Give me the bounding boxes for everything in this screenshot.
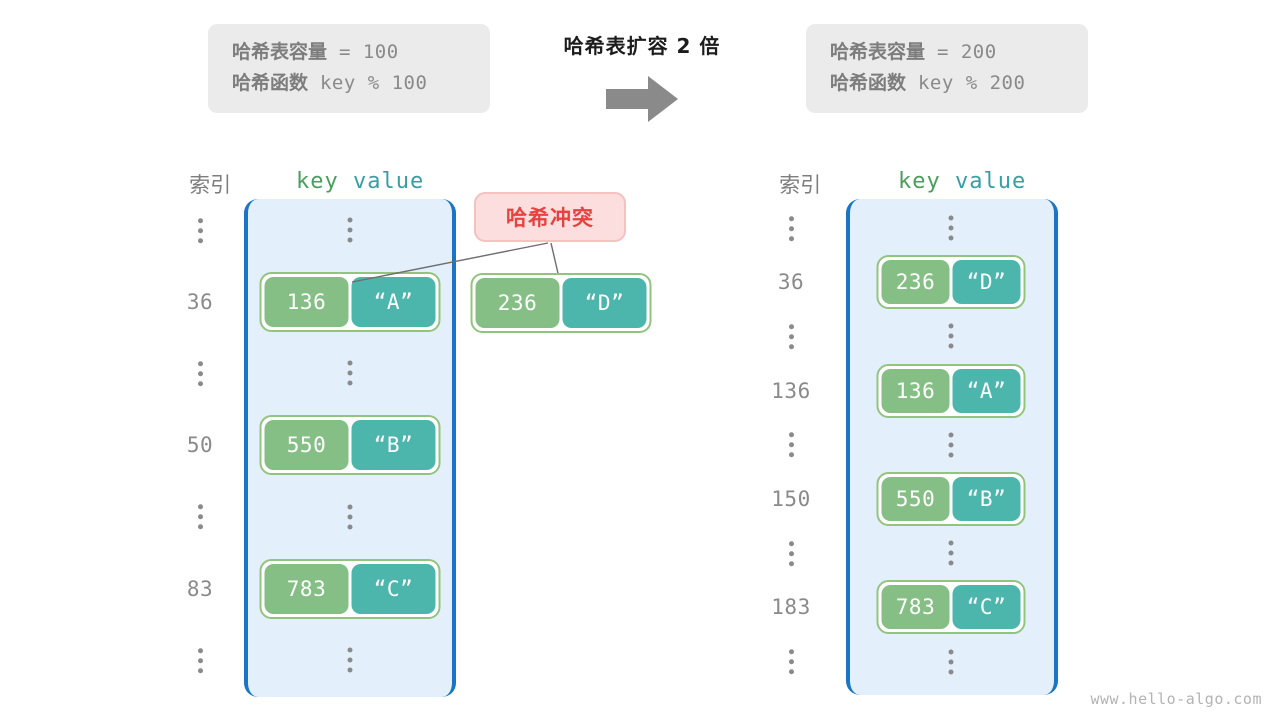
colliding-pair[interactable]: 236 “D” xyxy=(470,273,652,333)
function-value: key % 100 xyxy=(308,72,428,94)
function-line-before: 哈希函数 key % 100 xyxy=(232,71,466,95)
right-kv-header: key value xyxy=(846,150,1058,213)
row-ellipsis xyxy=(948,215,954,241)
pair-key: 236 xyxy=(475,278,560,328)
pair-key: 783 xyxy=(264,563,349,614)
pair-key: 136 xyxy=(881,368,950,413)
pair-key: 550 xyxy=(264,420,349,471)
capacity-value: = 100 xyxy=(327,41,399,63)
pair-key: 136 xyxy=(264,276,349,327)
row-ellipsis xyxy=(347,360,353,386)
index-ellipsis xyxy=(751,540,831,566)
value-header-label: value xyxy=(955,169,1027,194)
index-label: 150 xyxy=(771,487,811,511)
arrow-container xyxy=(520,76,764,122)
info-box-after: 哈希表容量 = 200 哈希函数 key % 200 xyxy=(806,24,1088,113)
index-ellipsis xyxy=(160,647,240,673)
left-kv-header: key value xyxy=(244,150,456,213)
function-value: key % 200 xyxy=(906,72,1026,94)
table-row[interactable]: 136“A” xyxy=(259,271,441,332)
watermark: www.hello-algo.com xyxy=(1090,690,1262,708)
index-label: 50 xyxy=(186,433,214,458)
pair-key: 783 xyxy=(881,585,950,630)
row-ellipsis xyxy=(948,432,954,458)
index-ellipsis xyxy=(751,324,831,350)
index-label: 83 xyxy=(186,576,214,601)
capacity-value: = 200 xyxy=(925,41,997,63)
capacity-label: 哈希表容量 xyxy=(830,41,926,63)
table-row[interactable]: 783“C” xyxy=(876,580,1026,635)
pair-value: “D” xyxy=(952,260,1021,305)
row-ellipsis xyxy=(948,540,954,566)
table-row[interactable]: 550“B” xyxy=(259,415,441,476)
info-box-before: 哈希表容量 = 100 哈希函数 key % 100 xyxy=(208,24,490,113)
pair-key: 550 xyxy=(881,477,950,521)
diagram-title: 哈希表扩容 2 倍 xyxy=(563,34,721,58)
index-ellipsis xyxy=(160,504,240,530)
capacity-line-before: 哈希表容量 = 100 xyxy=(232,40,466,64)
row-ellipsis xyxy=(347,504,353,530)
row-ellipsis xyxy=(347,217,353,243)
capacity-label: 哈希表容量 xyxy=(232,41,328,63)
table-row[interactable]: 236“D” xyxy=(876,255,1026,310)
right-index-header: 索引 xyxy=(779,173,822,197)
pair-value: “A” xyxy=(351,276,436,327)
left-index-header: 索引 xyxy=(189,173,232,197)
index-ellipsis xyxy=(751,215,831,241)
table-row[interactable]: 783“C” xyxy=(259,558,441,619)
index-ellipsis xyxy=(160,361,240,387)
key-header-label: key xyxy=(296,169,339,194)
index-label: 36 xyxy=(777,270,805,295)
pair-value: “B” xyxy=(351,420,436,471)
value-header-label: value xyxy=(353,169,425,194)
pair-value: “D” xyxy=(562,278,647,328)
index-label: 183 xyxy=(771,595,811,620)
row-ellipsis xyxy=(948,649,954,675)
row-ellipsis xyxy=(948,323,954,349)
pair-value: “C” xyxy=(351,563,436,614)
pair-key: 236 xyxy=(881,260,950,305)
function-line-after: 哈希函数 key % 200 xyxy=(830,71,1064,95)
index-ellipsis xyxy=(160,217,240,243)
pair-value: “C” xyxy=(952,585,1021,630)
function-label: 哈希函数 xyxy=(232,72,309,94)
function-label: 哈希函数 xyxy=(830,72,907,94)
table-row[interactable]: 136“A” xyxy=(876,363,1026,418)
pair-value: “B” xyxy=(952,477,1021,521)
index-ellipsis xyxy=(751,649,831,675)
index-ellipsis xyxy=(751,432,831,458)
index-label: 136 xyxy=(771,378,811,403)
collision-badge: 哈希冲突 xyxy=(474,192,626,242)
index-label: 36 xyxy=(186,289,214,314)
capacity-line-after: 哈希表容量 = 200 xyxy=(830,40,1064,64)
pair-value: “A” xyxy=(952,368,1021,413)
row-ellipsis xyxy=(347,647,353,673)
table-row[interactable]: 550“B” xyxy=(876,472,1026,526)
key-header-label: key xyxy=(898,169,941,194)
right-arrow-icon xyxy=(606,76,678,122)
